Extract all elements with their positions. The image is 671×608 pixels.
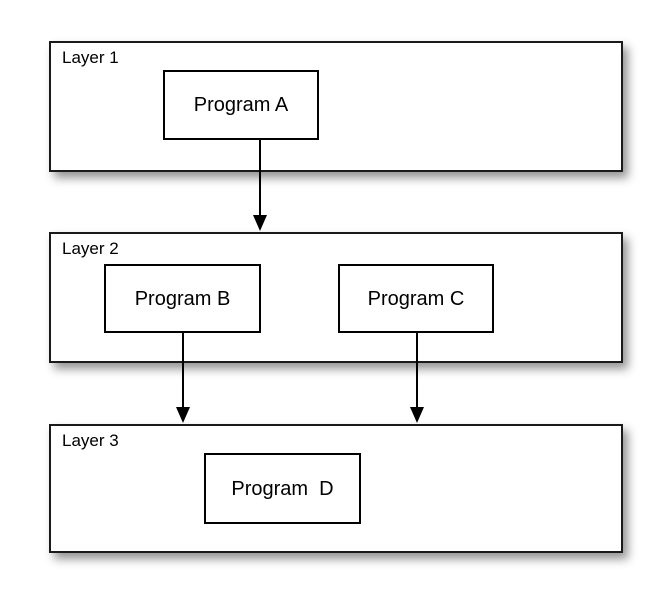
arrowhead-down-icon xyxy=(410,407,424,423)
program-label-d: Program D xyxy=(231,477,334,500)
program-box-b[interactable]: Program B xyxy=(104,264,261,333)
program-box-a[interactable]: Program A xyxy=(163,70,319,140)
program-label-c: Program C xyxy=(367,287,465,310)
arrow-shaft xyxy=(259,140,261,217)
arrow-shaft xyxy=(182,333,184,409)
layer-band-1: Layer 1 xyxy=(49,41,623,172)
layer-label-2: Layer 2 xyxy=(62,239,119,258)
program-label-b: Program B xyxy=(134,287,231,310)
program-label-a: Program A xyxy=(193,94,289,116)
arrowhead-down-icon xyxy=(253,215,267,231)
layer-label-3: Layer 3 xyxy=(62,431,119,450)
program-box-c[interactable]: Program C xyxy=(338,264,494,333)
program-box-d[interactable]: Program D xyxy=(204,453,361,524)
layer-label-1: Layer 1 xyxy=(62,48,119,67)
arrow-shaft xyxy=(416,333,418,409)
arrowhead-down-icon xyxy=(176,407,190,423)
